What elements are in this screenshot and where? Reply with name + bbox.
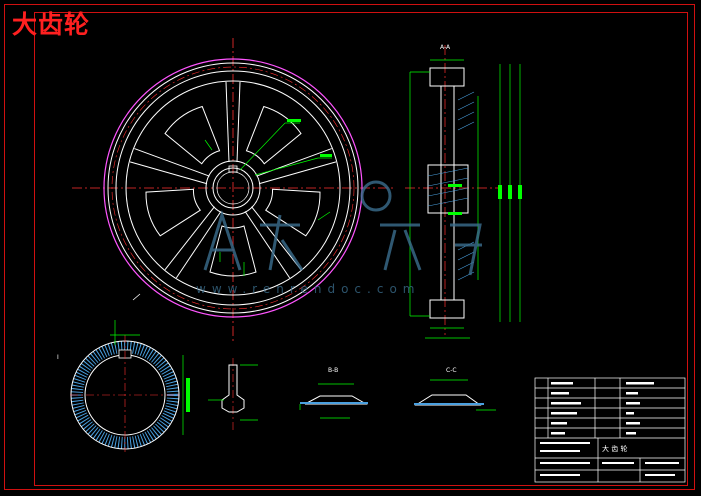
section-outline <box>427 67 469 319</box>
section-aa-label: A-A <box>440 44 451 51</box>
detail-keyway-dims <box>110 320 140 345</box>
gear-front-view <box>72 38 394 344</box>
watermark-glyph-1 <box>203 210 242 271</box>
tip-circle <box>103 58 363 318</box>
section-dim-labels <box>448 184 522 215</box>
drawing-title: 大齿轮 <box>12 10 91 39</box>
watermark-circle <box>360 180 392 212</box>
watermark-logo <box>203 180 482 276</box>
section-aa-view: A-A <box>405 44 522 339</box>
spoke-section-view <box>208 358 258 430</box>
title-block-small-text <box>540 382 679 476</box>
title-block-part-name: 大 齿 轮 <box>602 444 627 453</box>
section-bb-label: B-B <box>328 367 338 374</box>
watermark-glyph-2 <box>260 214 304 271</box>
spoke-dims <box>208 364 258 421</box>
section-bb-view: B-B <box>299 367 368 419</box>
spoke-profile <box>221 364 245 413</box>
cc-dims <box>430 379 496 411</box>
watermark-glyph-3 <box>380 223 422 271</box>
cut-mark <box>132 293 141 301</box>
section-cc-view: C-C <box>414 367 496 411</box>
reference-circle <box>111 66 355 310</box>
lightening-holes <box>145 105 321 277</box>
pitch-circle <box>107 62 359 314</box>
detail-label: I <box>57 354 59 361</box>
section-dimensions <box>409 59 521 339</box>
detail-dim-text <box>186 378 190 412</box>
section-cc-label: C-C <box>446 367 457 374</box>
spokes <box>129 81 337 279</box>
detail-bore-view: I <box>57 320 190 452</box>
keyway <box>228 165 238 173</box>
title-block <box>534 377 686 483</box>
front-view-dim-text <box>287 119 332 157</box>
hub-bore-circle <box>212 167 254 209</box>
drawing-frame-outer <box>4 4 695 490</box>
bb-dims <box>299 383 354 419</box>
front-view-leaders <box>204 122 332 276</box>
watermark-text: www.renrendoc.com <box>196 282 421 296</box>
watermark-glyph-4 <box>450 223 482 276</box>
rim-inner-circle <box>125 80 341 296</box>
hub-outer-circle <box>205 160 261 216</box>
title-block-frame <box>534 377 686 483</box>
root-circle <box>115 70 351 306</box>
drawing-frame-inner <box>34 12 688 486</box>
